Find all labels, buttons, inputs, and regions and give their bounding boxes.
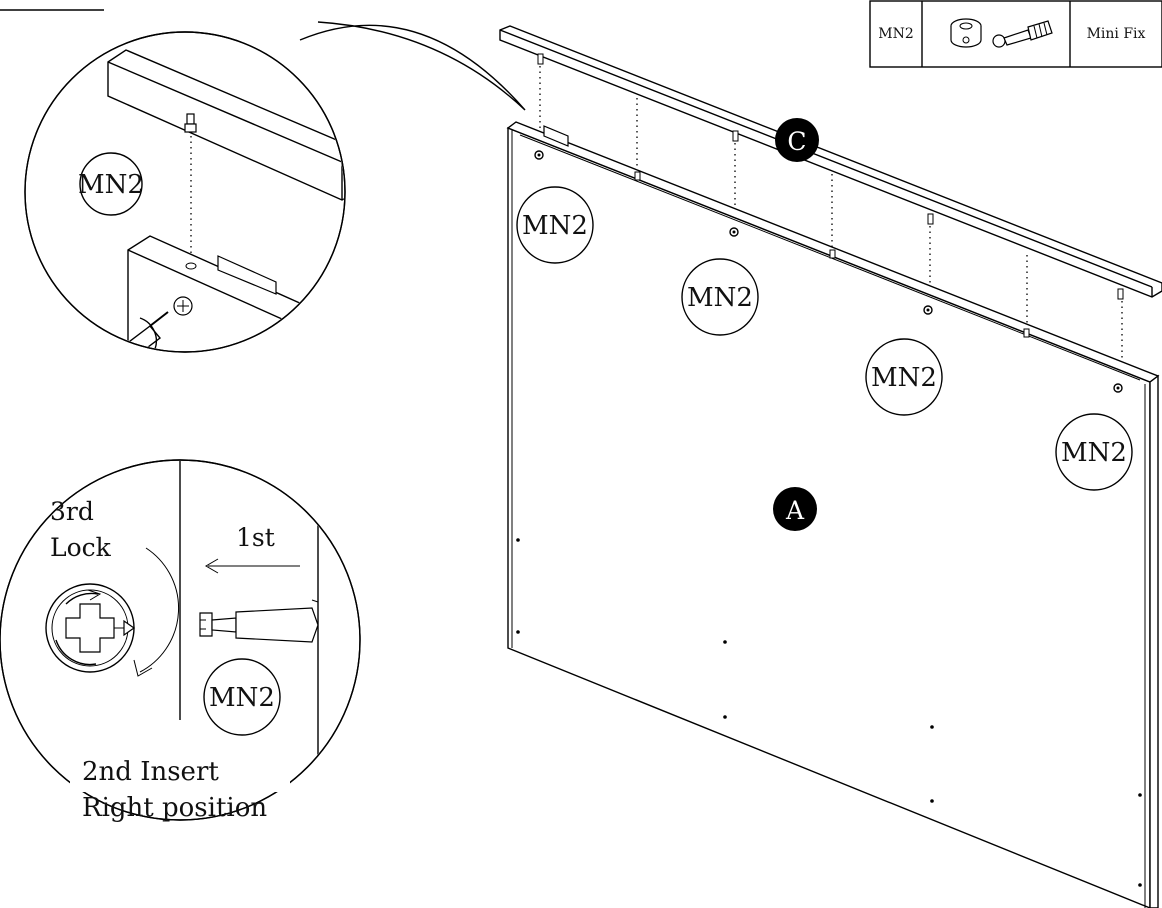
legend-name: Mini Fix: [1087, 26, 1146, 42]
step2-text: 2nd Insert: [82, 757, 219, 787]
mn2-callout-label: MN2: [1061, 438, 1127, 468]
step1-text: 1st: [236, 523, 275, 552]
alignment-lines: [539, 66, 1123, 370]
panel-a: [506, 121, 1160, 908]
legend-code: MN2: [878, 26, 914, 42]
detail-bubble-bottom: 3rd Lock 1st MN2: [0, 459, 361, 821]
detail-bottom-label: MN2: [209, 683, 275, 713]
mn2-callout-2: MN2: [681, 258, 759, 336]
part-marker-c: C: [775, 118, 819, 162]
mn2-callout-label: MN2: [522, 211, 588, 241]
mn2-callout-4: MN2: [1055, 413, 1133, 491]
mn2-callout-label: MN2: [687, 283, 753, 313]
cam-lock-and-bolt-icon: [950, 18, 1053, 48]
mn2-callout-3: MN2: [865, 338, 943, 416]
mn2-callout-1: MN2: [516, 186, 594, 264]
lock-text: Lock: [50, 533, 112, 562]
part-label-c: C: [787, 127, 806, 156]
detail-bubble-top: MN2: [24, 21, 526, 353]
part-marker-a: A: [773, 487, 817, 531]
bolt-icon: [199, 599, 319, 643]
part-label-a: A: [785, 496, 805, 525]
legend-box: MN2 Mini Fix: [869, 0, 1162, 68]
rail-c: [499, 25, 1162, 300]
step3-text: 3rd: [50, 497, 94, 526]
position-text: Right position: [82, 793, 267, 823]
cam-lock-rotate-icon: [45, 547, 179, 677]
mn2-callout-label: MN2: [871, 363, 937, 393]
detail-top-label: MN2: [78, 170, 144, 200]
